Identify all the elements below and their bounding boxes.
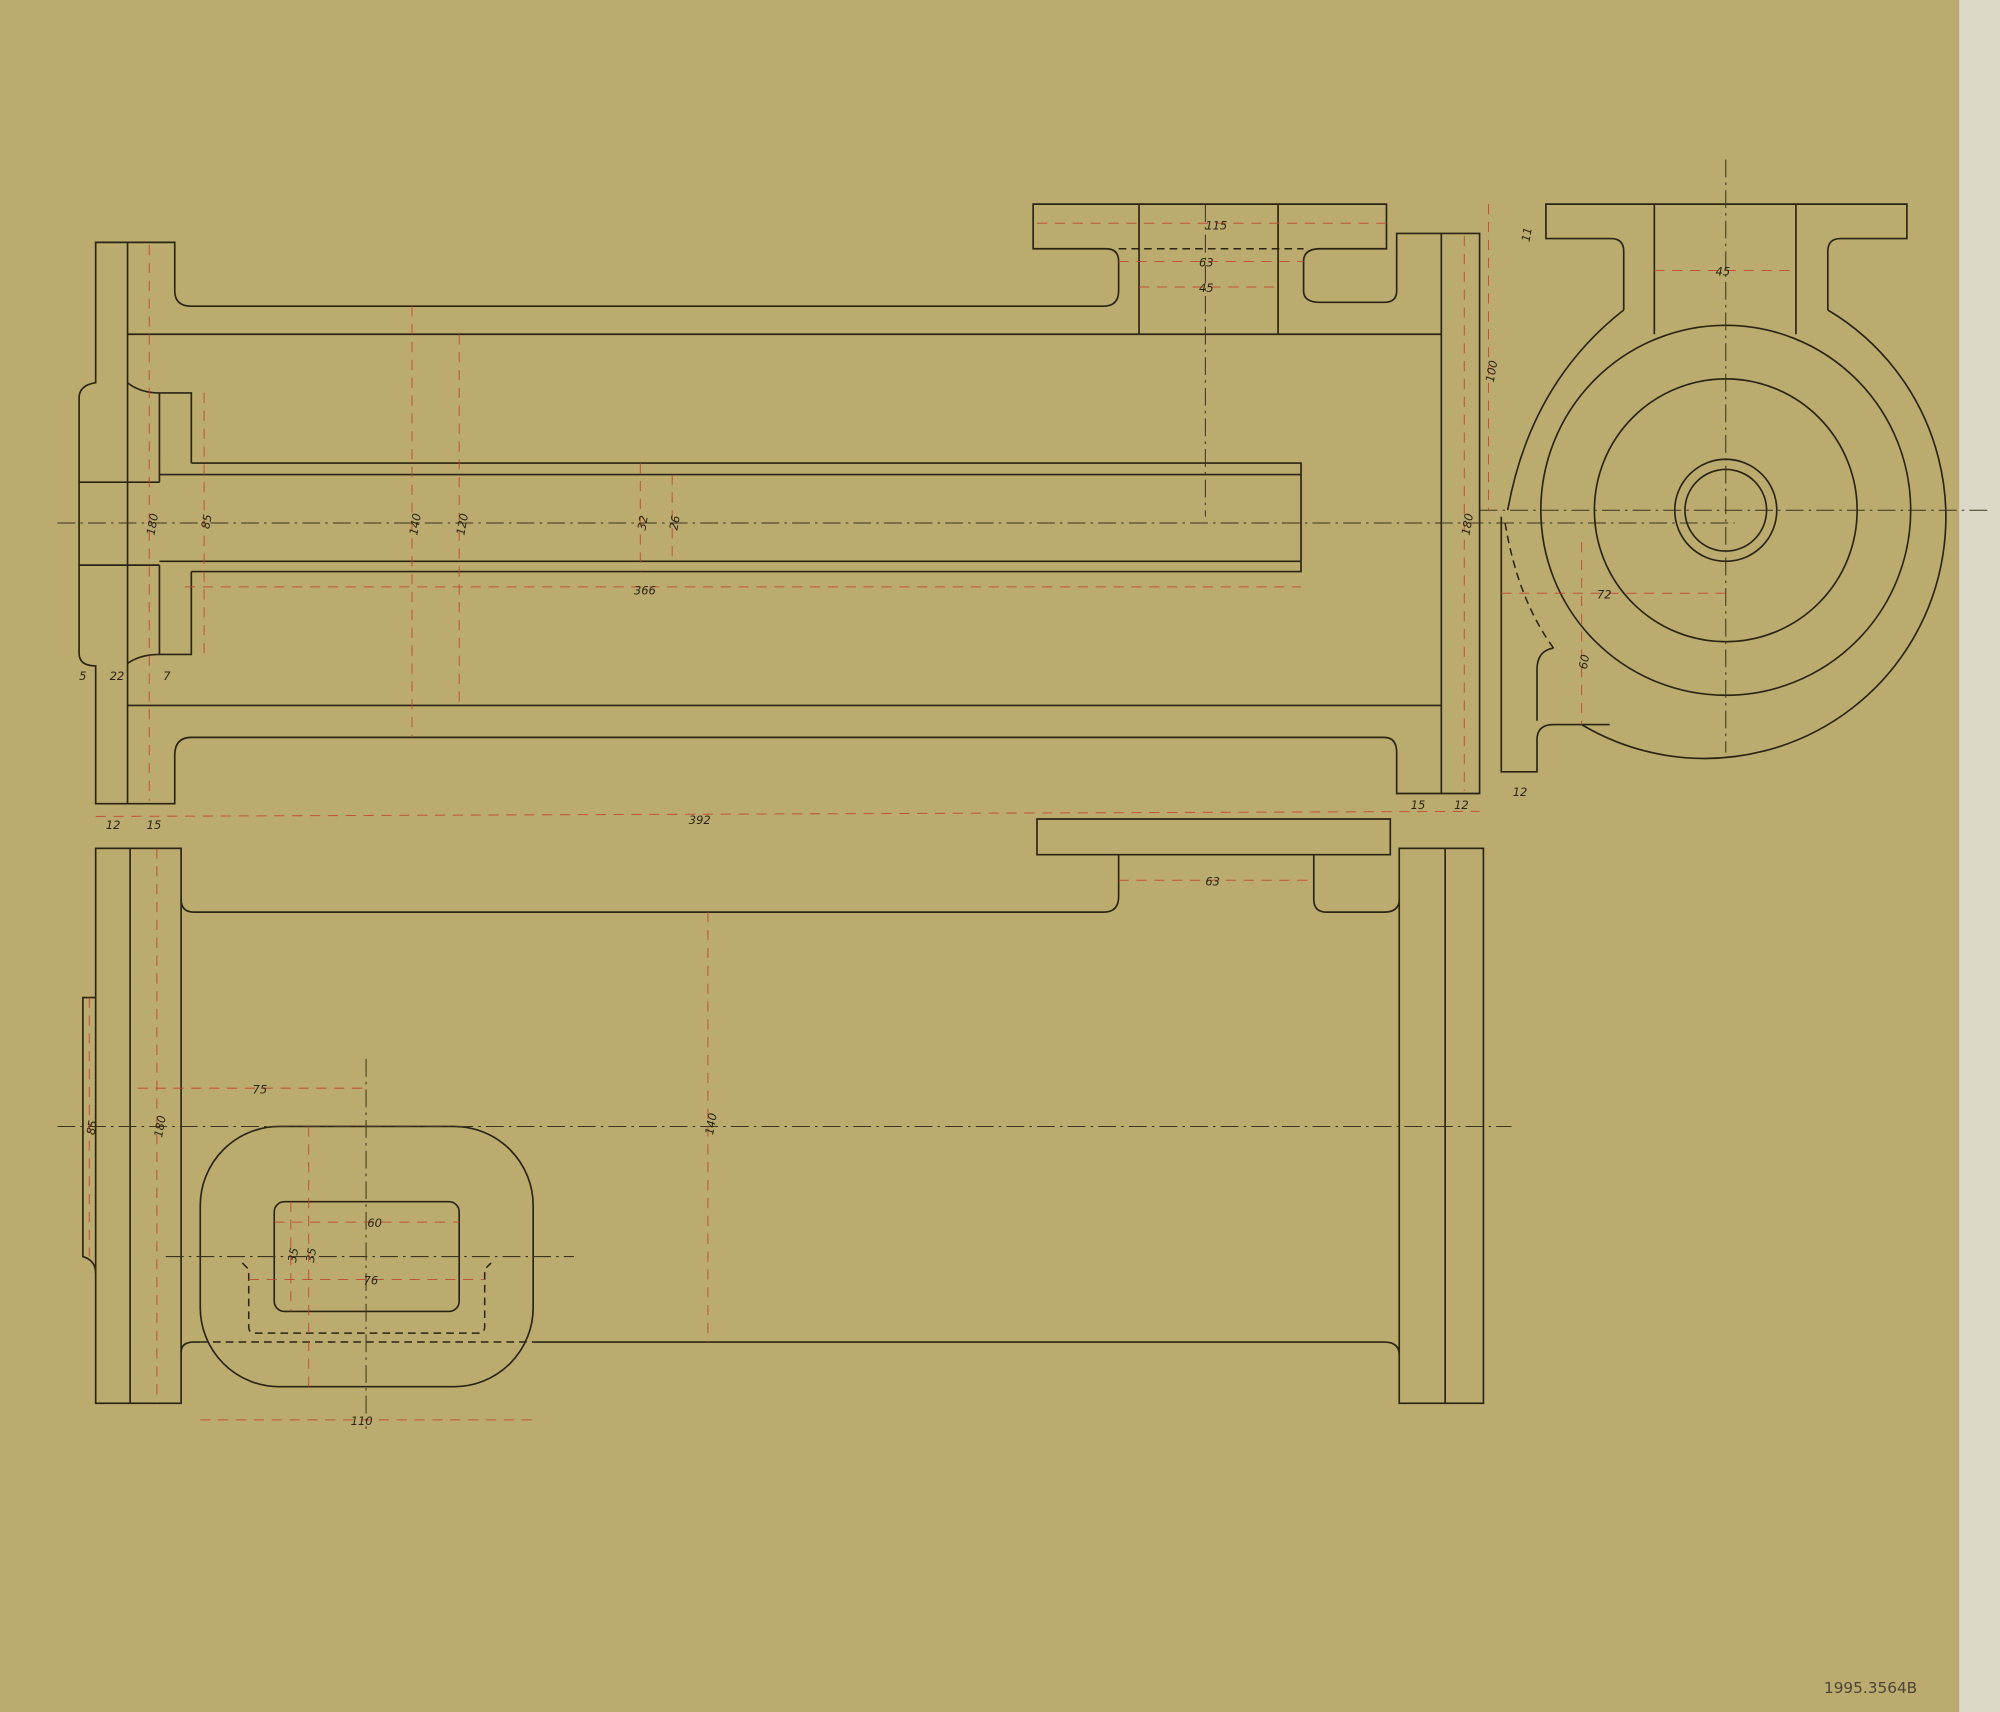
hidden-arc	[1504, 522, 1555, 649]
dim-label: 63	[1205, 874, 1220, 888]
dim-label: 60	[367, 1216, 382, 1230]
dim-label: 115	[1205, 219, 1227, 233]
dim-label: 180	[1459, 512, 1477, 536]
outer-rim	[1506, 309, 1947, 760]
hub-step	[82, 996, 97, 1274]
body-top	[180, 818, 1401, 913]
dim-label: 76	[364, 1274, 379, 1288]
dim-label: 7	[163, 669, 171, 683]
dim-label: 75	[253, 1082, 268, 1096]
dim-label: 22	[110, 669, 125, 683]
dim-label: 63	[1199, 256, 1214, 270]
dim-label: 26	[666, 514, 682, 531]
dim-label: 392	[689, 813, 711, 827]
dim-label: 120	[453, 512, 471, 536]
top-sectional-view: 115 63 45 180 85 140 120 32 26 180 366 3…	[57, 203, 1735, 832]
bottom-plan-view: 85 180 75 60 35 35 76 110 140 63	[57, 818, 1512, 1429]
dimension-lines	[88, 848, 1314, 1421]
dim-label: 140	[702, 1112, 720, 1136]
side-end-view: 11 100 45 72 60 12	[1479, 159, 1990, 799]
dim-label: 366	[634, 583, 656, 597]
foot	[1500, 516, 1610, 773]
dim-label: 72	[1597, 587, 1612, 601]
dim-label: 140	[406, 512, 424, 536]
dim-label: 15	[147, 818, 162, 832]
hidden-recess	[241, 1262, 492, 1334]
dim-label: 100	[1483, 359, 1501, 383]
dim-label: 110	[351, 1414, 373, 1428]
dim-label: 45	[1716, 265, 1731, 279]
dim-label: 15	[1411, 798, 1426, 812]
dim-label: 5	[79, 669, 86, 683]
dim-label: 45	[1199, 281, 1214, 295]
dim-label: 180	[151, 1114, 169, 1138]
dim-label: 35	[303, 1247, 319, 1264]
dim-label: 180	[144, 512, 162, 536]
catalog-number: 1995.3564B	[1824, 1679, 1917, 1697]
left-flange	[94, 847, 182, 1405]
dim-label: 11	[1519, 226, 1535, 243]
right-flange	[1398, 847, 1485, 1405]
shaft	[79, 462, 1302, 573]
body-outline	[78, 203, 1481, 805]
neck-outline	[1545, 203, 1908, 310]
dim-label: 12	[1513, 785, 1528, 799]
dimension-lines	[95, 222, 1480, 817]
dim-label: 60	[1576, 653, 1592, 670]
dim-label: 35	[285, 1247, 301, 1264]
dim-label: 12	[1454, 798, 1469, 812]
body-bottom	[180, 1341, 1401, 1355]
dim-label: 12	[106, 818, 121, 832]
dim-label: 32	[635, 514, 651, 531]
hub-sleeve	[127, 382, 193, 665]
dim-label: 85	[84, 1119, 100, 1136]
dimension-lines	[1488, 204, 1796, 725]
dim-label: 85	[198, 513, 214, 530]
